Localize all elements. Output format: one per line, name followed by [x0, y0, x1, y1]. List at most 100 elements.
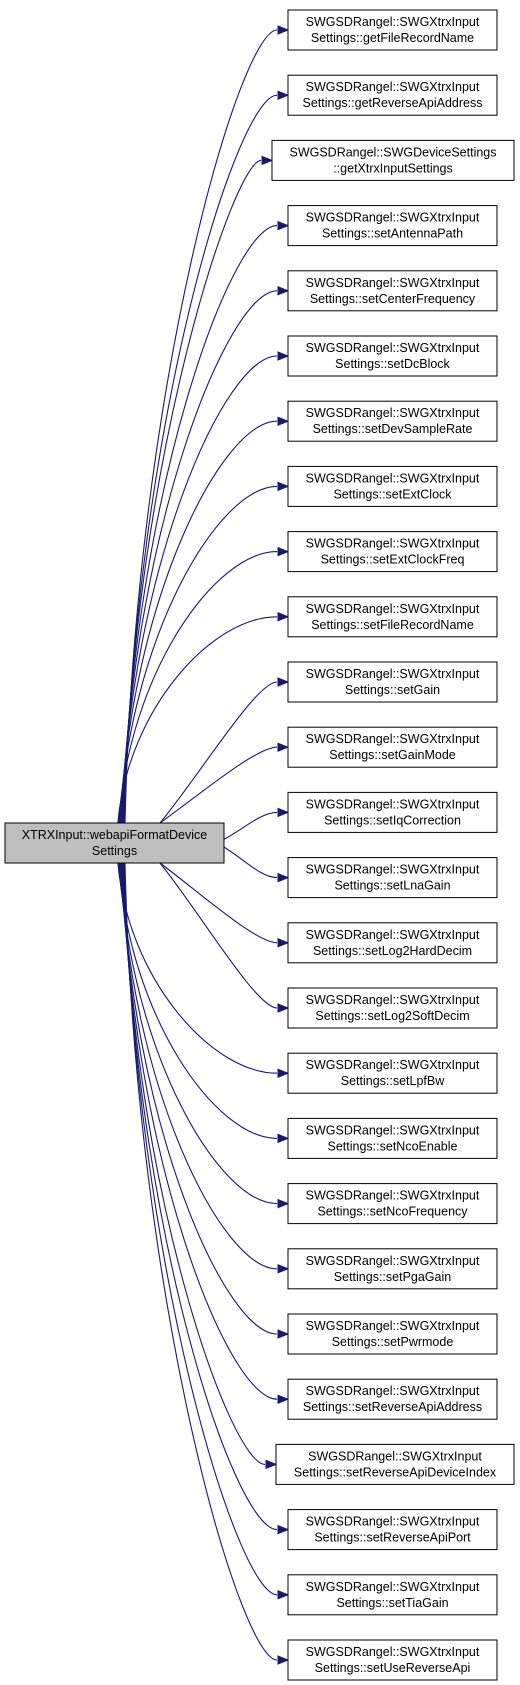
callee-node[interactable]: SWGSDRangel::SWGXtrxInputSettings::setNc…	[287, 1183, 498, 1225]
callee-label-line2: Settings::setGainMode	[329, 748, 456, 762]
callee-node[interactable]: SWGSDRangel::SWGXtrxInputSettings::setPw…	[287, 1313, 498, 1355]
callee-node[interactable]: SWGSDRangel::SWGXtrxInputSettings::setDc…	[287, 335, 498, 377]
call-edge	[122, 862, 278, 1470]
call-edge	[121, 286, 290, 824]
call-edge-line	[121, 290, 278, 824]
callee-node[interactable]: SWGSDRangel::SWGXtrxInputSettings::setPg…	[287, 1248, 498, 1290]
callee-node[interactable]: SWGSDRangel::SWGXtrxInputSettings::getRe…	[287, 74, 498, 116]
call-edge-line	[123, 94, 278, 824]
call-edge	[120, 862, 290, 1339]
call-edge-line	[159, 681, 278, 824]
callee-label-line2: Settings::setLog2SoftDecim	[315, 1009, 469, 1023]
call-edge	[117, 612, 290, 824]
callee-node[interactable]: SWGSDRangel::SWGXtrxInputSettings::setCe…	[287, 270, 498, 312]
callee-node-box	[287, 922, 498, 964]
callee-label-line1: SWGSDRangel::SWGXtrxInput	[306, 15, 480, 29]
call-edge-arrowhead	[277, 90, 290, 100]
callee-node-box	[287, 1052, 498, 1094]
callee-node[interactable]: SWGSDRangel::SWGXtrxInputSettings::setRe…	[275, 1443, 515, 1485]
root-function-label-line1: XTRXInput::webapiFormatDevice	[22, 828, 208, 842]
callee-node[interactable]: SWGSDRangel::SWGXtrxInputSettings::setUs…	[287, 1639, 498, 1681]
callee-label-line1: SWGSDRangel::SWGXtrxInput	[306, 276, 480, 290]
callee-node-box	[287, 531, 498, 573]
callee-label-line2: Settings::setReverseApiAddress	[303, 1400, 482, 1414]
callee-node[interactable]: SWGSDRangel::SWGXtrxInputSettings::setRe…	[287, 1378, 498, 1420]
callee-node-box	[287, 9, 498, 51]
call-edge-arrowhead	[277, 938, 290, 948]
callee-node-box	[287, 74, 498, 116]
callee-node[interactable]: SWGSDRangel::SWGXtrxInputSettings::getFi…	[287, 9, 498, 51]
callee-label-line1: SWGSDRangel::SWGXtrxInput	[306, 471, 480, 485]
callee-label-line1: SWGSDRangel::SWGXtrxInput	[306, 1319, 480, 1333]
call-edge	[118, 481, 290, 824]
callee-node-box	[287, 857, 498, 899]
callee-label-line1: SWGSDRangel::SWGXtrxInput	[306, 537, 480, 551]
callee-node-box	[287, 987, 498, 1029]
callee-label-line1: SWGSDRangel::SWGXtrxInput	[306, 341, 480, 355]
callee-label-line1: SWGSDRangel::SWGXtrxInput	[306, 993, 480, 1007]
call-edge-line	[122, 862, 266, 1465]
callee-label-line2: Settings::setCenterFrequency	[310, 292, 476, 306]
callee-node[interactable]: SWGSDRangel::SWGXtrxInputSettings::setAn…	[287, 205, 498, 247]
callee-node[interactable]: SWGSDRangel::SWGXtrxInputSettings::setFi…	[287, 596, 498, 638]
call-edge	[124, 25, 290, 824]
callee-label-line1: SWGSDRangel::SWGXtrxInput	[306, 211, 480, 225]
callee-node[interactable]: SWGSDRangel::SWGXtrxInputSettings::setLo…	[287, 922, 498, 964]
callee-label-line1: SWGSDRangel::SWGXtrxInput	[306, 1515, 480, 1529]
callee-label-line2: Settings::setGain	[345, 683, 440, 697]
call-edge	[123, 862, 290, 1535]
callee-node[interactable]: SWGSDRangel::SWGXtrxInputSettings::setEx…	[287, 531, 498, 573]
callee-node[interactable]: SWGSDRangel::SWGXtrxInputSettings::setLo…	[287, 987, 498, 1029]
callee-label-line2: Settings::setAntennaPath	[322, 227, 463, 241]
callee-label-line2: Settings::setPwrmode	[332, 1335, 454, 1349]
call-edge	[223, 846, 290, 883]
callee-label-line2: Settings::setLpfBw	[341, 1074, 446, 1088]
call-edge-arrowhead	[277, 1329, 290, 1339]
callee-label-line2: Settings::setDcBlock	[335, 357, 450, 371]
callee-node[interactable]: SWGSDRangel::SWGXtrxInputSettings::setGa…	[287, 726, 498, 768]
call-edges	[117, 25, 290, 1665]
callee-label-line2: Settings::setLnaGain	[334, 879, 450, 893]
callee-node-box	[287, 726, 498, 768]
callee-node[interactable]: SWGSDRangel::SWGXtrxInputSettings::setIq…	[287, 791, 498, 833]
callee-node-box	[287, 1574, 498, 1616]
call-edge	[123, 862, 290, 1600]
callee-label-line2: Settings::setExtClock	[333, 487, 452, 501]
callee-node[interactable]: SWGSDRangel::SWGXtrxInputSettings::setLn…	[287, 857, 498, 899]
call-edge-line	[118, 862, 278, 1205]
callee-label-line2: Settings::setDevSampleRate	[313, 422, 473, 436]
callee-label-line2: Settings::setExtClockFreq	[321, 553, 465, 567]
callee-node[interactable]: SWGSDRangel::SWGDeviceSettings::getXtrxI…	[271, 139, 515, 181]
call-edge-line	[121, 862, 278, 1400]
callee-node-box	[287, 465, 498, 507]
callee-label-line1: SWGSDRangel::SWGXtrxInput	[306, 1123, 480, 1137]
callee-node[interactable]: SWGSDRangel::SWGXtrxInputSettings::setDe…	[287, 400, 498, 442]
callee-node[interactable]: SWGSDRangel::SWGXtrxInputSettings::setEx…	[287, 465, 498, 507]
callee-node[interactable]: SWGSDRangel::SWGXtrxInputSettings::setRe…	[287, 1509, 498, 1551]
callee-label-line2: ::getXtrxInputSettings	[333, 161, 453, 175]
callee-label-line1: SWGSDRangel::SWGXtrxInput	[306, 928, 480, 942]
callee-node-box	[287, 1378, 498, 1420]
callee-label-line1: SWGSDRangel::SWGXtrxInput	[306, 863, 480, 877]
call-edge-arrowhead	[277, 1003, 290, 1013]
call-edge-arrowhead	[277, 546, 290, 557]
call-edge	[121, 862, 290, 1404]
root-function-node[interactable]: XTRXInput::webapiFormatDevice Settings	[4, 822, 225, 864]
call-edge-arrowhead	[277, 286, 290, 296]
call-edge-arrowhead	[277, 677, 290, 687]
callee-label-line1: SWGSDRangel::SWGXtrxInput	[306, 1384, 480, 1398]
callee-label-line1: SWGSDRangel::SWGXtrxInput	[306, 602, 480, 616]
call-edge	[119, 416, 290, 824]
callee-node-box	[287, 270, 498, 312]
callee-node[interactable]: SWGSDRangel::SWGXtrxInputSettings::setGa…	[287, 661, 498, 703]
call-edge-arrowhead	[261, 155, 274, 166]
callee-node[interactable]: SWGSDRangel::SWGXtrxInputSettings::setTi…	[287, 1574, 498, 1616]
call-edge-line	[122, 159, 262, 824]
callee-label-line1: SWGSDRangel::SWGXtrxInput	[306, 667, 480, 681]
call-edge	[117, 862, 290, 1078]
callee-label-line2: Settings::getReverseApiAddress	[303, 96, 483, 110]
callee-node[interactable]: SWGSDRangel::SWGXtrxInputSettings::setLp…	[287, 1052, 498, 1094]
callee-label-line2: Settings::getFileRecordName	[311, 31, 474, 45]
call-edge	[159, 862, 290, 948]
callee-node[interactable]: SWGSDRangel::SWGXtrxInputSettings::setNc…	[287, 1117, 498, 1159]
